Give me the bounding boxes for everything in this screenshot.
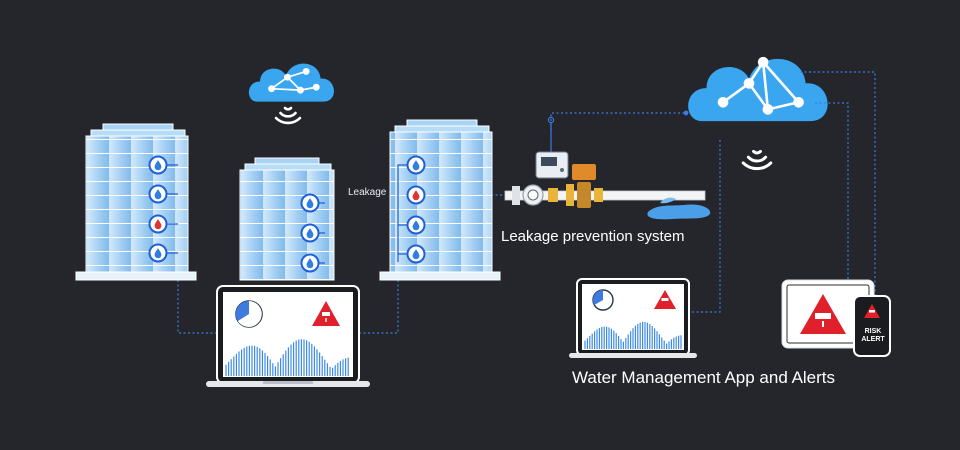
warning-triangle-icon — [654, 290, 676, 309]
water-drop-sensor-icon — [148, 155, 168, 175]
water-drop-sensor-icon — [300, 253, 320, 273]
risk-text: RISK — [864, 328, 882, 335]
building-right — [379, 119, 501, 281]
risk-alert-text: RISK ALERT — [857, 328, 889, 344]
connector-node — [683, 110, 689, 116]
dashboard-laptop-left — [206, 285, 370, 387]
water-management-label: Water Management App and Alerts — [572, 368, 836, 387]
wifi-signal-icon-right — [741, 149, 773, 171]
leakage-prevention-label: Leakage prevention system — [501, 228, 685, 245]
pie-chart-icon — [235, 300, 263, 328]
cloud-network-icon-left — [248, 63, 334, 102]
alert-text: ALERT — [861, 336, 885, 343]
dashboard-laptop-right — [569, 278, 697, 358]
wifi-signal-icon-left — [274, 106, 302, 125]
water-drop-sensor-icon — [148, 243, 168, 263]
alert-phone — [853, 295, 891, 357]
water-drop-sensor-icon — [300, 193, 320, 213]
water-drop-sensor-icon-leak — [148, 214, 168, 234]
warning-triangle-icon — [800, 294, 846, 334]
water-drop-sensor-icon — [300, 223, 320, 243]
router-antenna-icon — [547, 116, 555, 124]
leakage-label: Leakage — [348, 187, 387, 198]
water-drop-sensor-icon-leak — [406, 185, 426, 205]
water-drop-sensor-icon — [406, 215, 426, 235]
alert-tablet — [781, 279, 875, 349]
water-puddle — [647, 197, 711, 220]
pie-chart-icon — [592, 289, 614, 311]
warning-triangle-icon — [864, 304, 880, 318]
usage-wave-chart — [225, 339, 349, 376]
warning-triangle-icon — [312, 301, 340, 326]
water-drop-sensor-icon — [406, 244, 426, 264]
building-middle — [239, 157, 335, 281]
leakage-prevention-device — [504, 123, 706, 208]
usage-wave-chart — [584, 321, 682, 349]
cloud-network-icon-right — [688, 56, 828, 122]
water-drop-sensor-icon — [148, 184, 168, 204]
building-left — [75, 123, 197, 281]
water-drop-sensor-icon — [406, 155, 426, 175]
